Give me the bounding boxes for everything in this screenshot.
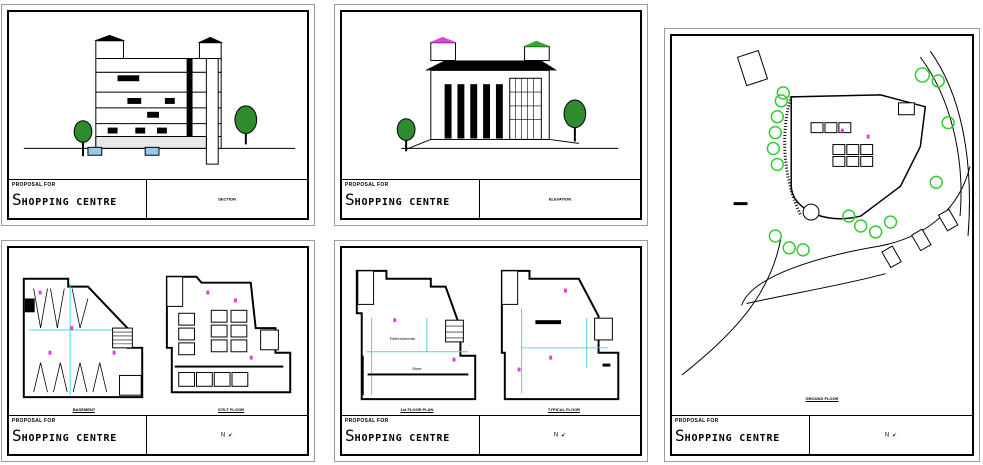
sheet-frame: PROPOSAL FOR SHOPPING CENTRE ELEVATION [340,10,642,220]
section-drawing [23,34,296,165]
project-title: SHOPPING CENTRE [345,190,451,209]
title-block: PROPOSAL FOR SHOPPING CENTRE ELEVATION [342,179,640,218]
project-title: SHOPPING CENTRE [12,426,118,445]
project-title: SHOPPING CENTRE [675,426,781,445]
project-title: SHOPPING CENTRE [345,426,451,445]
basement-stilt-drawing [22,275,292,399]
north-arrow-icon: ➹ [561,432,567,439]
north-arrow: N➹ [884,432,898,439]
drawing-name: SECTION [218,196,236,202]
proposal-text: PROPOSAL FOR [345,182,389,188]
title-block-project: PROPOSAL FOR SHOPPING CENTRE [9,416,147,454]
room-label-store: Store [412,366,422,371]
project-title: SHOPPING CENTRE [12,190,118,209]
sheet-elevation: PROPOSAL FOR SHOPPING CENTRE ELEVATION [334,4,648,226]
plan-label-stilt: STILT FLOOR [218,407,244,413]
sheet-frame: PROPOSAL FOR SHOPPING CENTRE SECTION [7,10,309,220]
title-block-project: PROPOSAL FOR SHOPPING CENTRE [342,416,480,454]
proposal-text: PROPOSAL FOR [675,418,719,424]
title-block: PROPOSAL FOR SHOPPING CENTRE N➹ [342,415,640,454]
elevation-drawing [396,36,619,152]
floor-plans-drawing [355,269,620,401]
plan-label-1st-floor: 1st FLOOR PLAN [400,407,434,413]
title-block: PROPOSAL FOR SHOPPING CENTRE N➹ [672,415,972,454]
plan-label-typical-floor: TYPICAL FLOOR [547,407,581,413]
title-block-project: PROPOSAL FOR SHOPPING CENTRE [342,180,480,218]
north-arrow: N➹ [220,432,234,439]
sheet-frame: Refreshments Store 1st FLOOR PLAN TYPICA… [340,246,642,456]
sheet-plans-floor: Refreshments Store 1st FLOOR PLAN TYPICA… [334,240,648,462]
north-arrow: N➹ [553,432,567,439]
proposal-text: PROPOSAL FOR [345,418,389,424]
drawing-name: ELEVATION [548,196,572,202]
plan-label-ground-floor: GROUND FLOOR [805,396,839,402]
sheet-frame: GROUND FLOOR PROPOSAL FOR SHOPPING CENTR… [670,34,974,456]
proposal-text: PROPOSAL FOR [12,182,56,188]
north-arrow-icon: ➹ [892,432,898,439]
title-block: PROPOSAL FOR SHOPPING CENTRE N➹ [9,415,307,454]
proposal-text: PROPOSAL FOR [12,418,56,424]
north-arrow-icon: ➹ [228,432,234,439]
sheet-frame: BASEMENT STILT FLOOR PROPOSAL FOR SHOPPI… [7,246,309,456]
site-plan-drawing [681,49,971,376]
plan-label-basement: BASEMENT [72,407,96,413]
room-label-refreshments: Refreshments [390,336,415,341]
sheet-section: PROPOSAL FOR SHOPPING CENTRE SECTION [1,4,315,226]
sheet-plans-basement-stilt: BASEMENT STILT FLOOR PROPOSAL FOR SHOPPI… [1,240,315,462]
title-block: PROPOSAL FOR SHOPPING CENTRE SECTION [9,179,307,218]
title-block-project: PROPOSAL FOR SHOPPING CENTRE [672,416,810,454]
title-block-project: PROPOSAL FOR SHOPPING CENTRE [9,180,147,218]
sheet-site-plan: GROUND FLOOR PROPOSAL FOR SHOPPING CENTR… [664,28,980,462]
